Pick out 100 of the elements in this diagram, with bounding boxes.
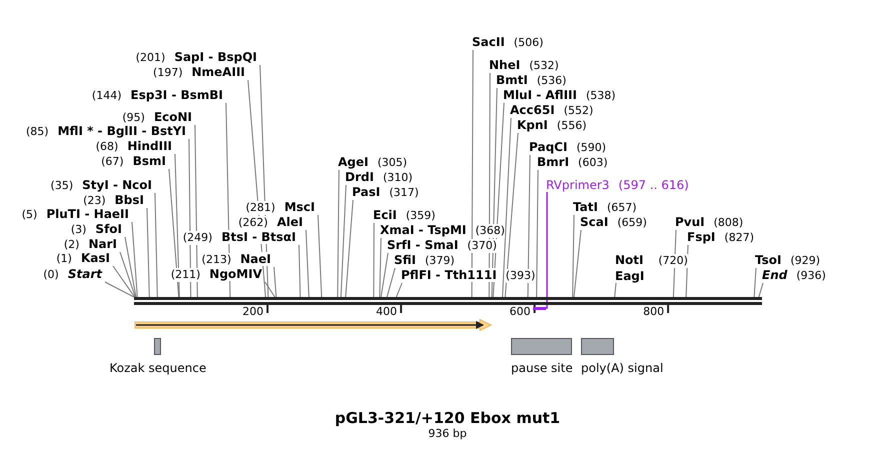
site-position: (201) [136, 51, 166, 65]
site-position: (720) [658, 254, 688, 268]
site-position: (211) [170, 268, 200, 282]
leader-line [174, 154, 180, 298]
enzyme-name: StyI - NcoI [82, 178, 152, 192]
leader-line [758, 282, 764, 298]
enzyme-name: FspI [687, 230, 716, 244]
enzyme-name: ScaI [580, 215, 608, 229]
enzyme-name: NmeAIII [192, 65, 245, 79]
leader-line [386, 268, 396, 298]
site-position: (35) [50, 179, 74, 193]
site-position: (379) [425, 254, 455, 268]
leader-line [124, 236, 136, 298]
enzyme-name: BbsI [114, 193, 144, 207]
leader-line [120, 252, 136, 298]
scale-number: 600 [510, 306, 531, 318]
enzyme-name: XmaI - TspMI [380, 223, 466, 237]
leader-line [168, 168, 180, 298]
enzyme-name: EcoNI [154, 110, 192, 124]
leader-line [379, 238, 382, 298]
site-position: (659) [617, 216, 647, 230]
leader-line [396, 282, 402, 298]
leader-line [318, 214, 322, 298]
site-position: (305) [377, 156, 408, 170]
site-position: (262) [238, 216, 268, 230]
leader-line [146, 208, 150, 298]
leader-line [504, 132, 518, 298]
enzyme-name: SacII [472, 35, 505, 49]
site-position: (1) [56, 252, 72, 266]
leader-line [132, 222, 138, 298]
feature-label: pause site [511, 361, 573, 375]
leader-line [298, 244, 301, 298]
enzyme-name: NheI [489, 58, 520, 72]
site-position: (197) [153, 66, 183, 80]
leader-line [471, 50, 474, 298]
enzyme-name: PluTI - HaeII [46, 207, 129, 221]
primer-bar [533, 307, 546, 310]
site-position: (85) [26, 125, 49, 139]
leader-line [572, 214, 574, 298]
site-position: (95) [122, 111, 145, 125]
leader-line [112, 266, 136, 298]
enzyme-name: EagI [615, 269, 644, 283]
feature-label: Kozak sequence [110, 361, 206, 375]
site-position: (281) [246, 201, 276, 215]
sequence-length: 936 bp [428, 427, 467, 440]
site-position: (0) [43, 268, 59, 282]
enzyme-name: NgoMIV [209, 267, 262, 281]
site-position: (532) [529, 59, 559, 73]
site-position: (359) [406, 209, 436, 223]
enzyme-name: BmrI [537, 155, 570, 169]
enzyme-name: TsoI [755, 253, 782, 267]
enzyme-name: NarI [88, 237, 117, 251]
enzyme-name: Esp3I - BsmBI [130, 88, 223, 102]
leader-line [154, 192, 158, 298]
leader-line [502, 118, 512, 298]
enzyme-name: DrdI [345, 170, 374, 184]
site-position: (538) [586, 89, 616, 103]
leader-line [306, 230, 310, 298]
site-position: (603) [578, 156, 608, 170]
enzyme-name: Start [68, 267, 102, 281]
enzyme-name: PasI [352, 185, 380, 199]
leader-line [536, 170, 538, 298]
leader-line [573, 230, 582, 298]
enzyme-name: MscI [284, 200, 315, 214]
site-position: (5) [22, 208, 38, 222]
leader-line [345, 200, 354, 298]
site-position: (2) [64, 238, 80, 252]
site-position: (929) [790, 254, 820, 268]
enzyme-name: End [762, 268, 788, 282]
site-position: (536) [536, 74, 566, 88]
leader-line [614, 282, 616, 298]
site-position: (506) [514, 36, 544, 50]
scale-number: 200 [242, 306, 264, 318]
site-position: (67) [101, 155, 124, 169]
enzyme-name: SapI - BspQI [174, 50, 257, 64]
enzyme-name: MflI * - BglII - BstYI [58, 124, 186, 138]
enzyme-name: PaqCI [529, 140, 568, 154]
leader-line [340, 184, 346, 298]
site-position: (556) [556, 119, 586, 133]
enzyme-name: TatI [573, 200, 598, 214]
enzyme-name: KasI [80, 251, 110, 265]
site-position: (23) [83, 194, 106, 208]
site-position: (3) [70, 223, 86, 237]
map-title: pGL3-321/+120 Ebox mut1 [334, 409, 560, 427]
site-position: (552) [564, 104, 594, 118]
sequence-backbone [134, 297, 762, 305]
site-position: (393) [506, 269, 536, 283]
site-position: (590) [576, 141, 606, 155]
leader-line [373, 222, 374, 298]
leader-line [337, 170, 340, 298]
enzyme-name: EciI [373, 208, 397, 222]
scale-number: 800 [643, 306, 664, 318]
enzyme-name: HindIII [127, 139, 172, 153]
scale-number: 400 [376, 306, 398, 318]
site-position: (68) [96, 140, 118, 154]
site-position: (213) [202, 253, 232, 267]
site-position: (144) [92, 89, 122, 103]
enzyme-name: SrfI - SmaI [387, 238, 458, 252]
enzyme-name: BmtI [496, 73, 528, 87]
site-position: (808) [714, 216, 744, 230]
